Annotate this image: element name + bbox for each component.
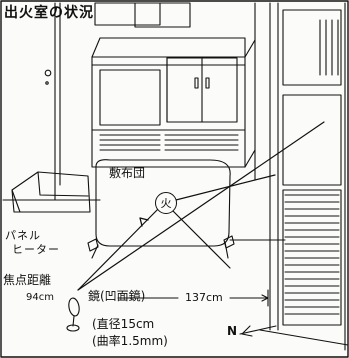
distance-value-label: 137cm xyxy=(183,291,225,304)
mirror-label-line1: 鏡(凹面鏡) xyxy=(88,289,146,303)
wall-hook xyxy=(44,69,52,77)
shelf-box xyxy=(94,2,161,26)
concave-mirror xyxy=(66,297,80,332)
focal-distance-label: 焦点距離 xyxy=(3,273,52,287)
panel-heater-label-line2: ヒーター xyxy=(12,243,60,256)
distance-dimension xyxy=(117,289,269,307)
mirror-label-line3: (曲率1.5mm) xyxy=(92,334,168,348)
fire-mark: 火 xyxy=(155,192,177,214)
panel-heater-label-line1: パネル xyxy=(5,229,41,242)
futon-shape xyxy=(87,159,235,259)
cabinet xyxy=(91,37,256,168)
north-arrow xyxy=(239,325,277,337)
title-label: 出火室の状況 xyxy=(4,5,94,21)
focal-distance-value: 94cm xyxy=(26,292,54,303)
north-label: N xyxy=(227,324,238,338)
futon-label: 敷布団 xyxy=(109,166,146,180)
panel-heater xyxy=(11,171,91,213)
light-rays xyxy=(77,121,325,291)
sliding-door xyxy=(259,2,349,351)
mirror-label-line2: (直径15cm xyxy=(92,317,155,331)
